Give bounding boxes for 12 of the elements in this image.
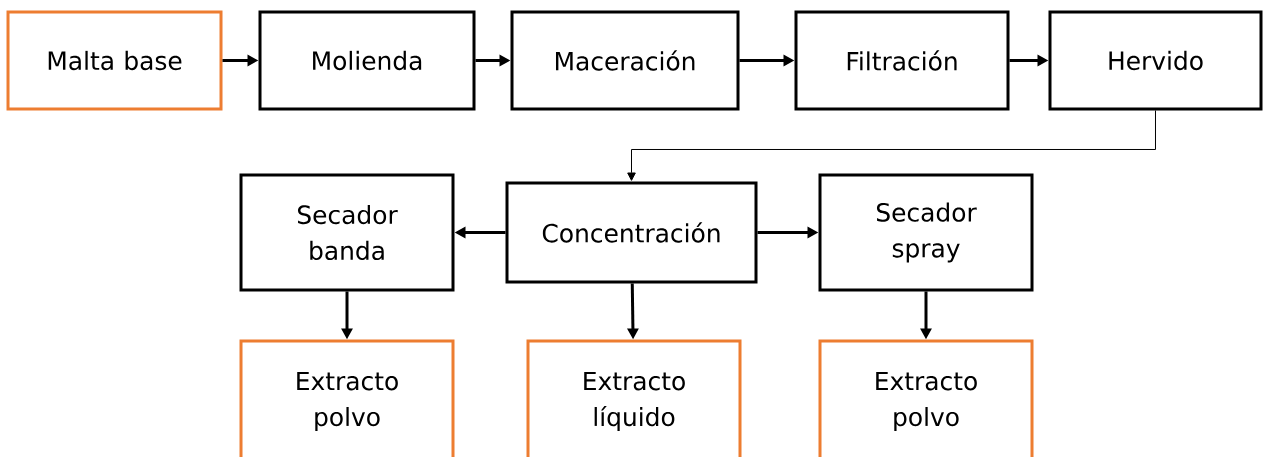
product-box: Extracto polvo <box>818 339 1034 457</box>
process-box: Secador banda <box>239 173 455 292</box>
product-box: Extracto polvo <box>239 339 455 457</box>
process-box: Molienda <box>258 10 476 111</box>
process-box: Maceración <box>510 10 740 111</box>
process-box: Hervido <box>1048 10 1263 111</box>
arrow <box>627 110 1156 181</box>
process-box: Filtración <box>794 10 1010 111</box>
process-box: Concentración <box>505 181 758 284</box>
process-box: Secador spray <box>818 173 1034 292</box>
product-box: Extracto líquido <box>526 339 742 457</box>
product-box: Malta base <box>6 10 223 111</box>
